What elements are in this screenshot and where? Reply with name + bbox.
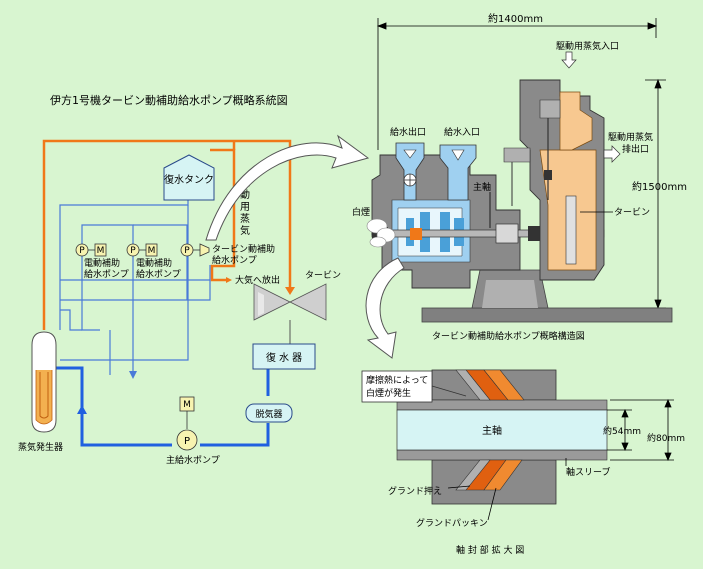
enlarged-shaft-label: 主軸: [482, 424, 502, 437]
feed-flow-arrow: [77, 405, 87, 414]
main-feed-lines: [48, 366, 270, 447]
electric-pump-b: P M: [126, 243, 158, 257]
dim-54: [607, 408, 632, 452]
dim-54-label: 約54mm: [603, 425, 641, 437]
steam-generator: [31, 331, 57, 433]
callout-line1: 摩擦熱によって: [366, 374, 428, 386]
turbine-steam-arrow: [285, 287, 295, 295]
white-smoke: [366, 218, 396, 248]
electric-pump-a: P M: [75, 243, 107, 257]
main-shaft-label: 主軸: [473, 181, 491, 193]
steam-generator-label: 蒸気発生器: [18, 441, 63, 453]
gland-retainer-leader: [447, 485, 471, 489]
pedestal-opening: [482, 280, 538, 308]
main-feed-pump-label: 主給水ポンプ: [166, 454, 220, 466]
turbine-casing: [503, 79, 605, 281]
electric-pump-a-line2: 給水ポンプ: [84, 268, 129, 280]
feed-outlet-label: 給水出口: [390, 126, 426, 138]
feed-outlet-nozzle: [395, 142, 425, 201]
main-turbine: [253, 283, 327, 321]
deaerator-label: 脱気器: [255, 408, 282, 420]
structure-turbine-label: タービン: [614, 207, 650, 218]
exhaust-arrow: [226, 277, 232, 283]
structure-caption: タービン動補助給水ポンプ概略構造図: [432, 330, 585, 342]
white-smoke-label: 白煙: [352, 206, 370, 218]
drive-steam-outlet-arrow: [603, 145, 621, 163]
bearing: [528, 226, 540, 241]
width-dimension-label: 約1400mm: [488, 12, 543, 25]
height-dimension: [600, 78, 666, 310]
seal-heat-spot: [410, 228, 422, 240]
dim-80: [610, 398, 674, 462]
condensate-tank-label: 復水タンク: [164, 173, 214, 186]
feed-inlet-label: 給水入口: [444, 126, 480, 138]
gland-packing: [455, 369, 525, 491]
electric-pump-a-label: 電動補助給水ポンプ: [84, 257, 129, 280]
seal-caption: 軸 封 部 拡 大 図: [456, 544, 524, 556]
shaft-sleeve-bottom: [396, 449, 608, 461]
zoom-arrow-to-structure: [205, 134, 370, 241]
svg-text:M: M: [183, 400, 191, 410]
svg-text:P: P: [79, 246, 85, 256]
electric-pump-a-line1: 電動補助: [84, 257, 120, 269]
drive-steam-char: 気: [240, 224, 250, 237]
drive-steam-char: 動: [240, 188, 250, 201]
svg-text:M: M: [148, 246, 156, 256]
condensate-tank: 復水タンク: [163, 154, 215, 201]
svg-text:P: P: [184, 436, 190, 447]
dim-80-label: 約80mm: [647, 432, 685, 444]
condenser-label: 復 水 器: [266, 351, 302, 364]
drive-steam-outlet-label: 駆動用蒸気排出口: [608, 131, 653, 155]
gland-packing-label: グランドパッキン: [416, 517, 488, 529]
friction-callout: 摩擦熱によって 白煙が発生: [361, 370, 467, 403]
deaerator: 脱気器: [245, 403, 293, 423]
base-plate: [421, 307, 673, 323]
diagram-title: 伊方1号機タービン動補助給水ポンプ概略系統図: [50, 93, 288, 107]
electric-pump-b-label: 電動補助給水ポンプ: [136, 257, 181, 280]
svg-text:P: P: [130, 246, 136, 256]
enlarged-main-shaft: [396, 409, 608, 451]
turbine-pump-label: タービン動補助給水ポンプ: [212, 243, 275, 266]
drive-steam-char: 蒸: [240, 213, 250, 225]
turbine-label: タービン: [305, 270, 341, 281]
turbine-pump: P: [180, 243, 210, 257]
main-feed-pump: M P: [176, 396, 198, 451]
height-dimension-label: 約1500mm: [632, 180, 687, 193]
aux-flow-arrow: [129, 371, 137, 379]
gland-retainer-label: グランド押え: [388, 485, 442, 497]
drive-steam-inlet-arrow: [561, 51, 577, 69]
feed-inlet-nozzle: [439, 144, 477, 201]
gland-packing-leader: [487, 487, 497, 521]
zoom-arrow-to-seal: [365, 257, 405, 359]
shaft-sleeve-label: 軸スリーブ: [566, 466, 610, 478]
svg-text:M: M: [97, 246, 105, 256]
callout-line2: 白煙が発生: [366, 387, 411, 399]
exhaust-label: 大気へ放出: [235, 274, 280, 286]
width-dimension: [376, 18, 658, 150]
steam-lines: [42, 139, 292, 330]
drive-steam-inlet-label: 駆動用蒸気入口: [556, 40, 619, 52]
svg-text:P: P: [184, 246, 190, 256]
coupling: [495, 223, 519, 244]
drive-steam-char: 用: [240, 202, 250, 213]
condenser: 復 水 器: [252, 343, 316, 370]
aux-feed-lines: [59, 180, 211, 375]
